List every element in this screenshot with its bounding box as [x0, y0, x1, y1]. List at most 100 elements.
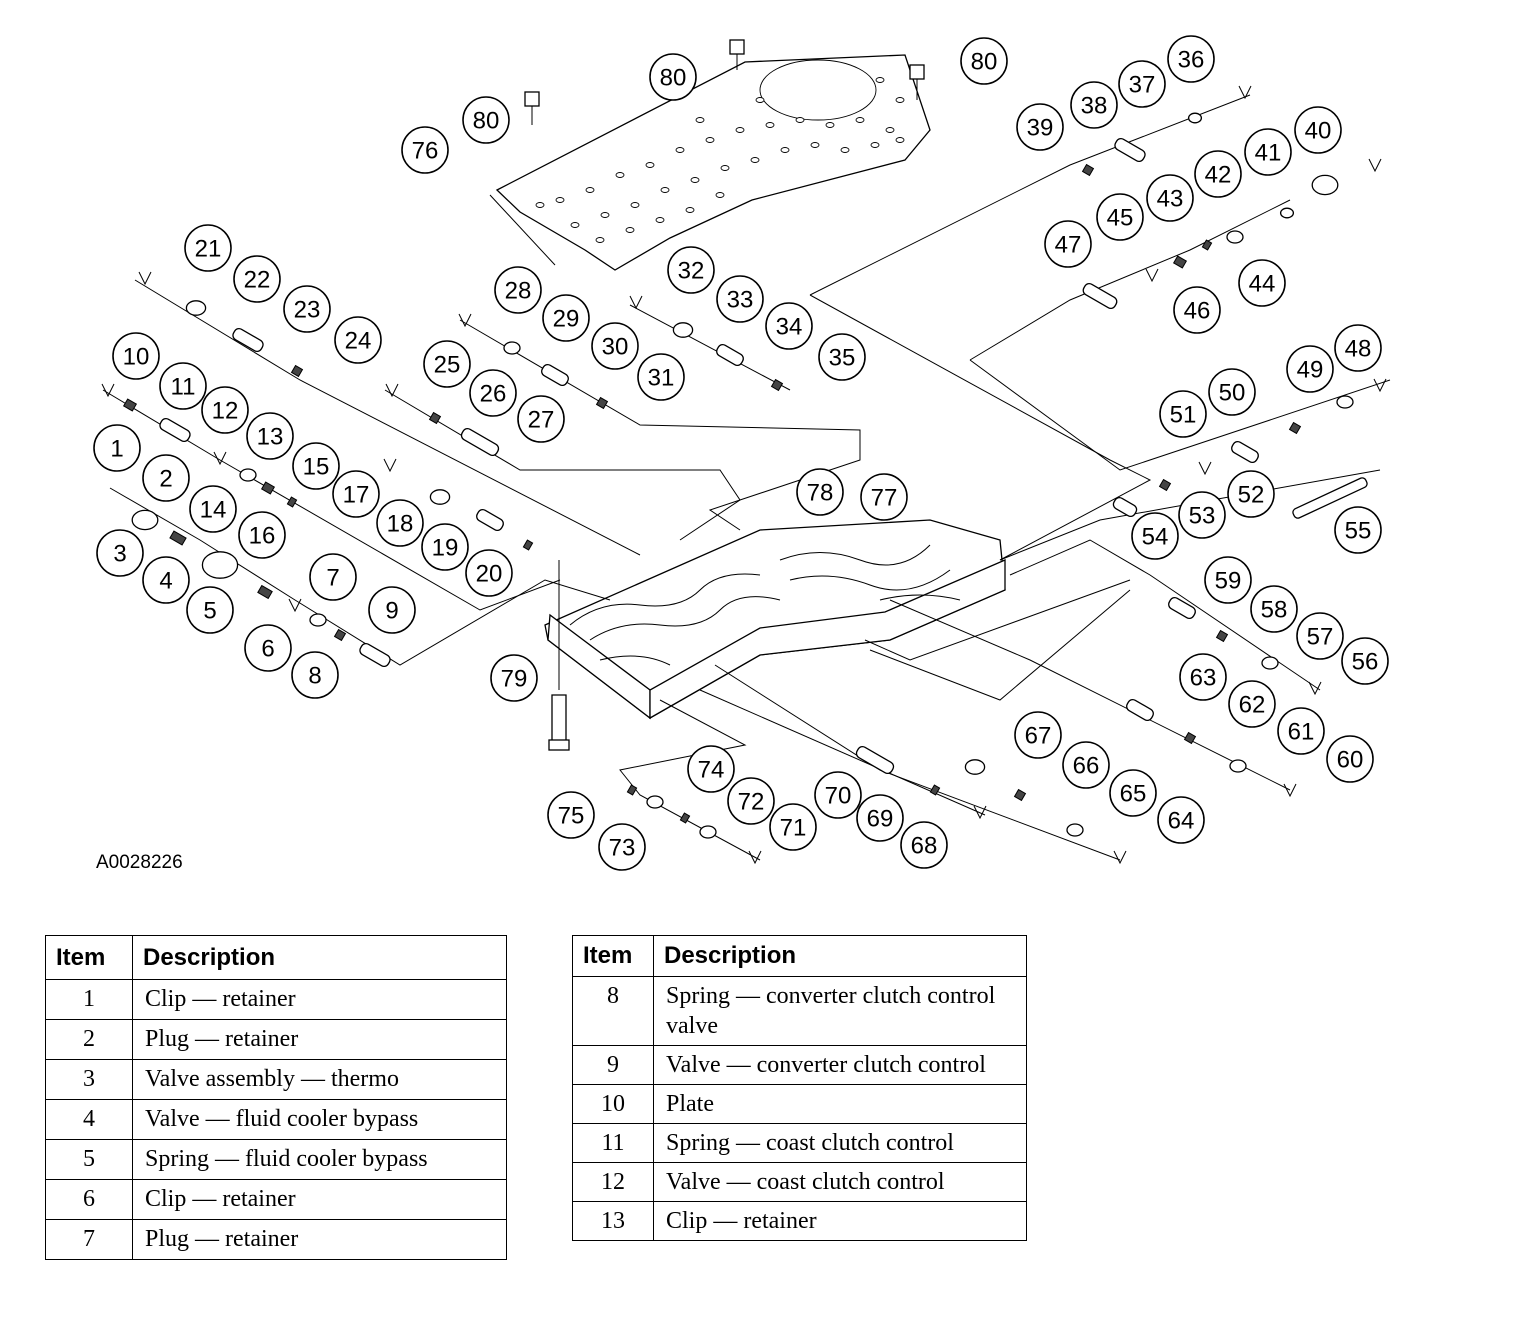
svg-text:38: 38: [1081, 93, 1108, 120]
callout-38: 38: [1070, 81, 1118, 129]
callout-59: 59: [1204, 556, 1252, 604]
item-number: 3: [45, 1059, 133, 1100]
svg-text:73: 73: [609, 835, 636, 862]
svg-text:24: 24: [345, 328, 372, 355]
item-number: 6: [45, 1179, 133, 1220]
callout-20: 20: [465, 549, 513, 597]
svg-text:30: 30: [602, 334, 629, 361]
callout-66: 66: [1062, 741, 1110, 789]
svg-text:78: 78: [807, 480, 834, 507]
item-number: 1: [45, 979, 133, 1020]
callout-14: 14: [189, 485, 237, 533]
callout-75: 75: [547, 791, 595, 839]
svg-text:63: 63: [1190, 665, 1217, 692]
svg-text:47: 47: [1055, 232, 1082, 259]
column-header-description: Description: [132, 935, 507, 980]
svg-text:40: 40: [1305, 118, 1332, 145]
item-number: 10: [572, 1084, 654, 1124]
svg-text:7: 7: [326, 565, 339, 592]
svg-text:80: 80: [971, 49, 998, 76]
callout-80: 80: [649, 53, 697, 101]
exploded-diagram: 1234567891011121314151617181920212223242…: [93, 35, 1391, 871]
svg-text:36: 36: [1178, 47, 1205, 74]
callout-13: 13: [246, 412, 294, 460]
callout-33: 33: [716, 275, 764, 323]
item-description: Clip — retainer: [132, 979, 507, 1020]
callout-57: 57: [1296, 612, 1344, 660]
main-valve-body: [544, 519, 1006, 720]
svg-text:75: 75: [558, 803, 585, 830]
svg-text:57: 57: [1307, 624, 1334, 651]
callout-balloons: 1234567891011121314151617181920212223242…: [93, 35, 1389, 871]
svg-text:18: 18: [387, 511, 414, 538]
callout-15: 15: [292, 442, 340, 490]
callout-46: 46: [1173, 286, 1221, 334]
svg-text:6: 6: [261, 636, 274, 663]
callout-71: 71: [769, 803, 817, 851]
callout-36: 36: [1167, 35, 1215, 83]
svg-text:25: 25: [434, 352, 461, 379]
callout-45: 45: [1096, 193, 1144, 241]
svg-text:69: 69: [867, 806, 894, 833]
svg-text:50: 50: [1219, 380, 1246, 407]
callout-63: 63: [1179, 653, 1227, 701]
svg-text:61: 61: [1288, 719, 1315, 746]
callout-76: 76: [401, 126, 449, 174]
svg-text:76: 76: [412, 138, 439, 165]
item-number: 8: [572, 976, 654, 1046]
svg-text:48: 48: [1345, 336, 1372, 363]
callout-28: 28: [494, 266, 542, 314]
svg-text:49: 49: [1297, 357, 1324, 384]
callout-44: 44: [1238, 259, 1286, 307]
callout-26: 26: [469, 369, 517, 417]
callout-56: 56: [1341, 637, 1389, 685]
svg-text:70: 70: [825, 783, 852, 810]
svg-text:59: 59: [1215, 568, 1242, 595]
svg-text:45: 45: [1107, 205, 1134, 232]
svg-text:46: 46: [1184, 298, 1211, 325]
column-header-item: Item: [45, 935, 133, 980]
svg-text:4: 4: [159, 568, 172, 595]
svg-text:77: 77: [871, 485, 898, 512]
item-description: Valve assembly — thermo: [132, 1059, 507, 1100]
bolts: [524, 39, 925, 751]
svg-text:15: 15: [303, 454, 330, 481]
svg-text:21: 21: [195, 236, 222, 263]
callout-23: 23: [283, 285, 331, 333]
svg-text:79: 79: [501, 666, 528, 693]
svg-text:31: 31: [648, 365, 675, 392]
callout-78: 78: [796, 468, 844, 516]
callout-50: 50: [1208, 368, 1256, 416]
svg-text:34: 34: [776, 314, 803, 341]
svg-text:80: 80: [473, 108, 500, 135]
column-header-description: Description: [653, 935, 1027, 977]
svg-text:65: 65: [1120, 781, 1147, 808]
item-number: 2: [45, 1019, 133, 1060]
svg-text:55: 55: [1345, 518, 1372, 545]
callout-54: 54: [1131, 512, 1179, 560]
callout-6: 6: [244, 624, 292, 672]
callout-37: 37: [1118, 60, 1166, 108]
callout-31: 31: [637, 353, 685, 401]
callout-3: 3: [96, 529, 144, 577]
item-description: Plug — retainer: [132, 1019, 507, 1060]
callout-19: 19: [421, 523, 469, 571]
svg-text:58: 58: [1261, 597, 1288, 624]
svg-text:17: 17: [343, 482, 370, 509]
svg-text:67: 67: [1025, 723, 1052, 750]
item-description: Plate: [653, 1084, 1027, 1124]
callout-24: 24: [334, 316, 382, 364]
item-description: Spring — coast clutch control: [653, 1123, 1027, 1163]
callout-51: 51: [1159, 390, 1207, 438]
svg-text:32: 32: [678, 258, 705, 285]
callout-52: 52: [1227, 470, 1275, 518]
callout-21: 21: [184, 224, 232, 272]
callout-72: 72: [727, 777, 775, 825]
